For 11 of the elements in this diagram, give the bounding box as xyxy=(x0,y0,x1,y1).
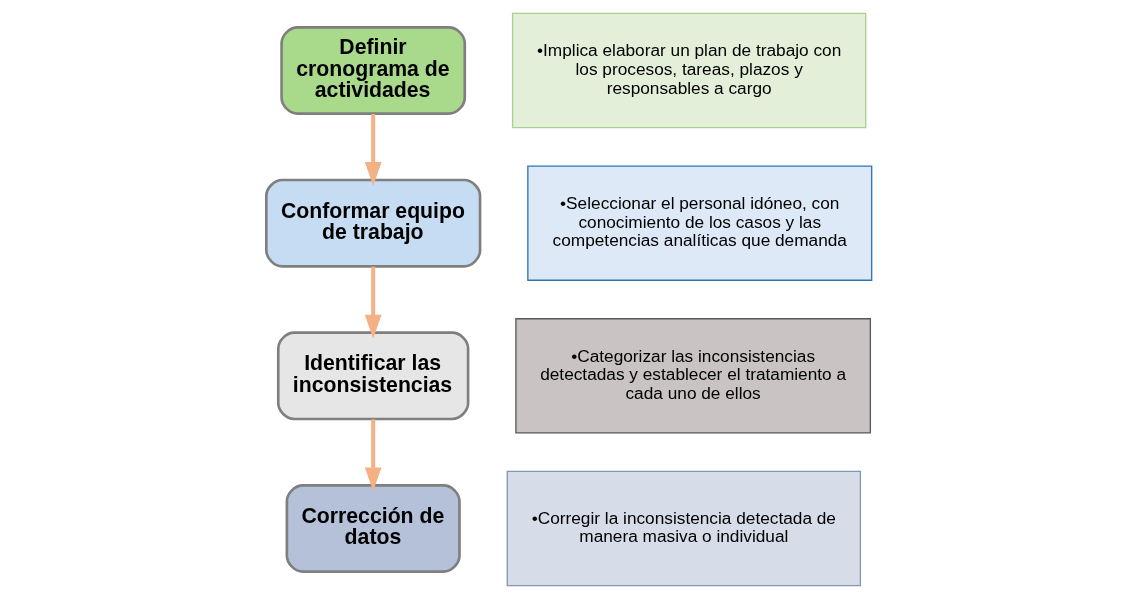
node-box: •Implica elaborar un plan de trabajo con los procesos, tareas, plazos y responsables a cargo xyxy=(511,12,866,129)
node-box: Corrección de datos xyxy=(285,484,461,573)
arrow xyxy=(364,266,382,339)
node-box: •Seleccionar el personal idóneo, con conocimiento de los casos y las competencias analíticas que demanda xyxy=(526,165,872,281)
node-box: Definir cronograma de actividades xyxy=(279,26,466,115)
node-box: Conformar equipo de trabajo xyxy=(264,178,481,268)
arrow xyxy=(364,114,382,186)
node-box: Identificar las inconsistencias xyxy=(276,331,469,421)
node-box: •Corregir la inconsistencia detectada de manera masiva o individual xyxy=(506,470,861,587)
arrow xyxy=(364,419,382,492)
node-box: •Categorizar las inconsistencias detectadas y establecer el tratamiento a cada uno de ellos xyxy=(514,318,871,434)
